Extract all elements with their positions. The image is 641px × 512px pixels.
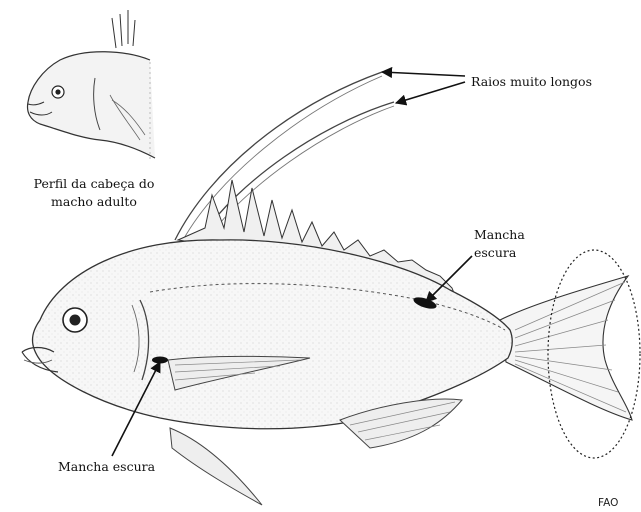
inset-caption-line1: Perfil da cabeça do	[34, 176, 155, 191]
dark-spot-bottom-label: Mancha escura	[58, 459, 156, 474]
arrow	[382, 72, 465, 76]
arrow	[396, 82, 465, 103]
head-profile-inset	[28, 10, 156, 160]
dark-spot-top-line2: escura	[474, 245, 517, 260]
inset-caption-line2: macho adulto	[51, 194, 137, 209]
dark-spot-top-line1: Mancha	[474, 227, 525, 242]
long-rays-label: Raios muito longos	[471, 74, 592, 89]
fao-credit: FAO	[598, 497, 618, 509]
